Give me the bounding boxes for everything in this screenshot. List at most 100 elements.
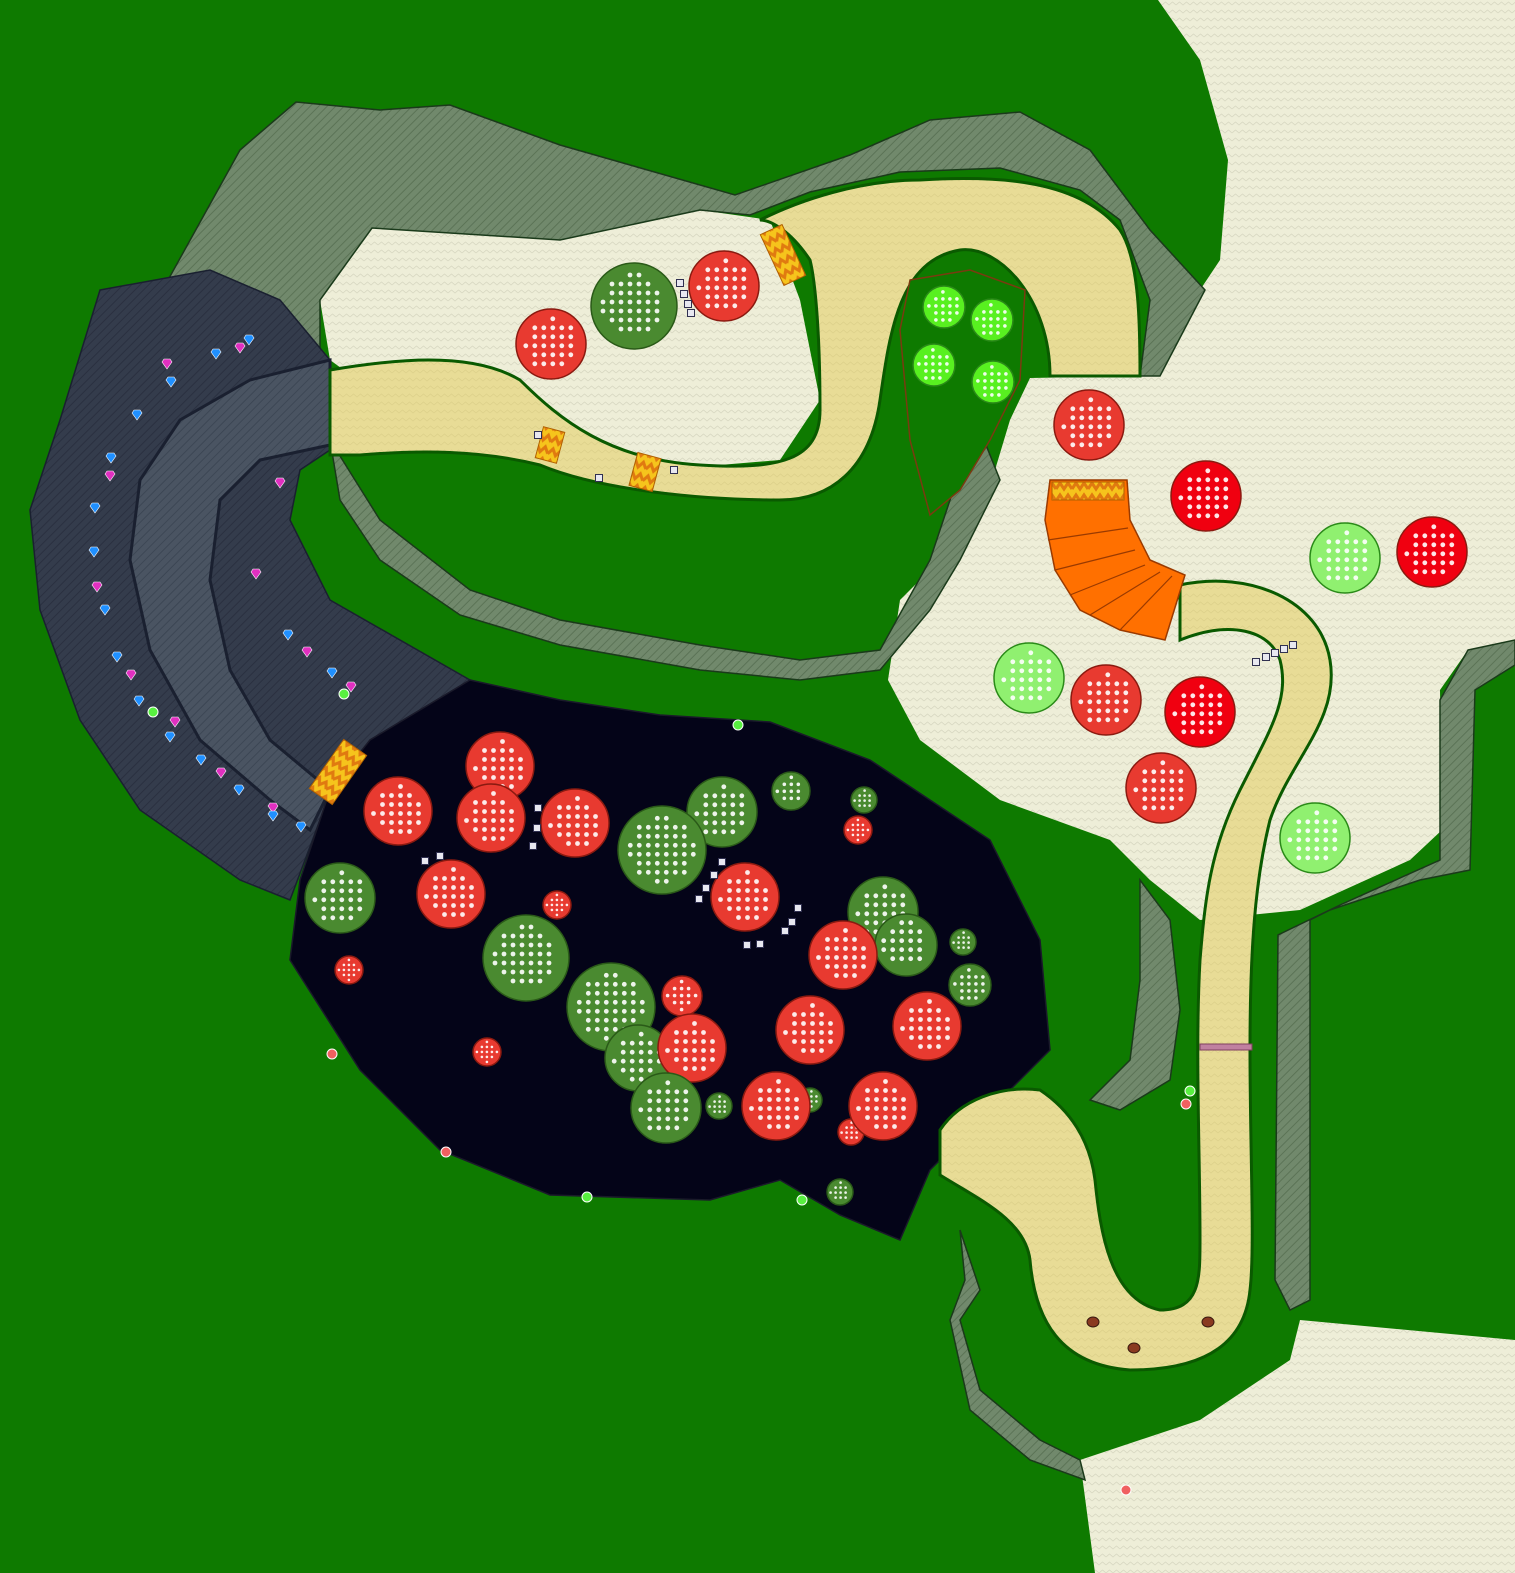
item-box	[684, 300, 692, 308]
tree-green	[850, 786, 878, 814]
item-box	[687, 309, 695, 317]
item-box	[676, 279, 684, 287]
tree-red	[741, 1071, 811, 1141]
item-marker	[732, 719, 744, 731]
ramp	[1044, 479, 1186, 641]
enemy-marker	[1201, 1316, 1215, 1328]
tree-green	[630, 1072, 702, 1144]
gem-pink	[250, 568, 262, 580]
dash-panel	[759, 223, 807, 287]
gem-pink	[104, 470, 116, 482]
gems	[88, 334, 357, 833]
tree-red	[456, 783, 526, 853]
tree-red	[661, 975, 703, 1017]
gem-blue	[195, 754, 207, 766]
gem-blue	[111, 651, 123, 663]
enemy-marker	[1086, 1316, 1100, 1328]
tree-green	[771, 771, 811, 811]
item-box	[781, 927, 789, 935]
tree-red	[1070, 664, 1142, 736]
gem-blue	[233, 784, 245, 796]
trees	[304, 250, 1468, 1206]
tree-red	[775, 995, 845, 1065]
tree-green	[948, 963, 992, 1007]
tree-red	[848, 1071, 918, 1141]
item-box	[788, 918, 796, 926]
item-marker	[581, 1191, 593, 1203]
tree-pale-green	[1309, 522, 1381, 594]
item-box	[595, 474, 603, 482]
gem-blue	[295, 821, 307, 833]
track-right-section	[938, 579, 1333, 1372]
item-marker	[147, 706, 159, 718]
tree-bright-red	[1170, 460, 1242, 532]
gem-blue	[326, 667, 338, 679]
stone-road	[128, 358, 332, 833]
tree-red	[1125, 752, 1197, 824]
item-box	[1289, 641, 1297, 649]
tree-green	[949, 928, 977, 956]
item-marker	[326, 1048, 338, 1060]
tree-red	[472, 1037, 502, 1067]
item-marker	[440, 1146, 452, 1158]
gem-blue	[164, 731, 176, 743]
tree-green	[874, 913, 938, 977]
dash-panel	[628, 451, 662, 493]
tree-red	[334, 955, 364, 985]
item-marker	[796, 1194, 808, 1206]
item-box	[756, 940, 764, 948]
item-marker	[1180, 1098, 1192, 1110]
item-box	[743, 941, 751, 949]
tree-red	[540, 788, 610, 858]
item-box	[1262, 653, 1270, 661]
item-box	[794, 904, 802, 912]
sand-area-bottom-right	[1080, 1320, 1515, 1573]
item-box	[718, 858, 726, 866]
gem-blue	[210, 348, 222, 360]
dash-panel	[1051, 481, 1125, 501]
tree-red	[657, 1013, 727, 1083]
gem-blue	[89, 502, 101, 514]
markers	[147, 279, 1297, 1496]
gem-blue	[282, 629, 294, 641]
cliff-right	[1274, 639, 1515, 1312]
tree-red	[688, 250, 760, 322]
gem-pink	[234, 342, 246, 354]
item-box	[1271, 649, 1279, 657]
dash-panel	[308, 738, 368, 806]
gem-pink	[274, 477, 286, 489]
tree-pale-green	[1279, 802, 1351, 874]
tree-bright-red	[1164, 676, 1236, 748]
ramp-lines	[1047, 527, 1173, 631]
tree-bright-red	[1396, 516, 1468, 588]
item-box	[529, 842, 537, 850]
tree-green	[705, 1092, 733, 1120]
gem-blue	[88, 546, 100, 558]
tree-red	[515, 308, 587, 380]
cliff-top	[166, 101, 1206, 377]
tree-green	[686, 776, 758, 848]
gem-pink	[301, 646, 313, 658]
tree-green	[482, 914, 570, 1002]
item-box	[702, 884, 710, 892]
tree-green	[617, 805, 707, 895]
gem-blue	[99, 604, 111, 616]
tree-red	[808, 920, 878, 990]
dash-panels	[308, 223, 1125, 806]
gem-blue	[133, 695, 145, 707]
gem-blue	[267, 810, 279, 822]
gem-pink	[91, 581, 103, 593]
tree-red	[416, 859, 486, 929]
gem-pink	[345, 681, 357, 693]
track-top-section	[328, 176, 1142, 502]
tree-red	[363, 776, 433, 846]
item-box	[710, 871, 718, 879]
tree-red	[892, 991, 962, 1061]
item-box	[534, 804, 542, 812]
gem-pink	[161, 358, 173, 370]
tree-pale-green	[993, 642, 1065, 714]
cliff-bottom	[949, 1229, 1087, 1482]
dash-panel	[534, 426, 566, 464]
gem-blue	[131, 409, 143, 421]
